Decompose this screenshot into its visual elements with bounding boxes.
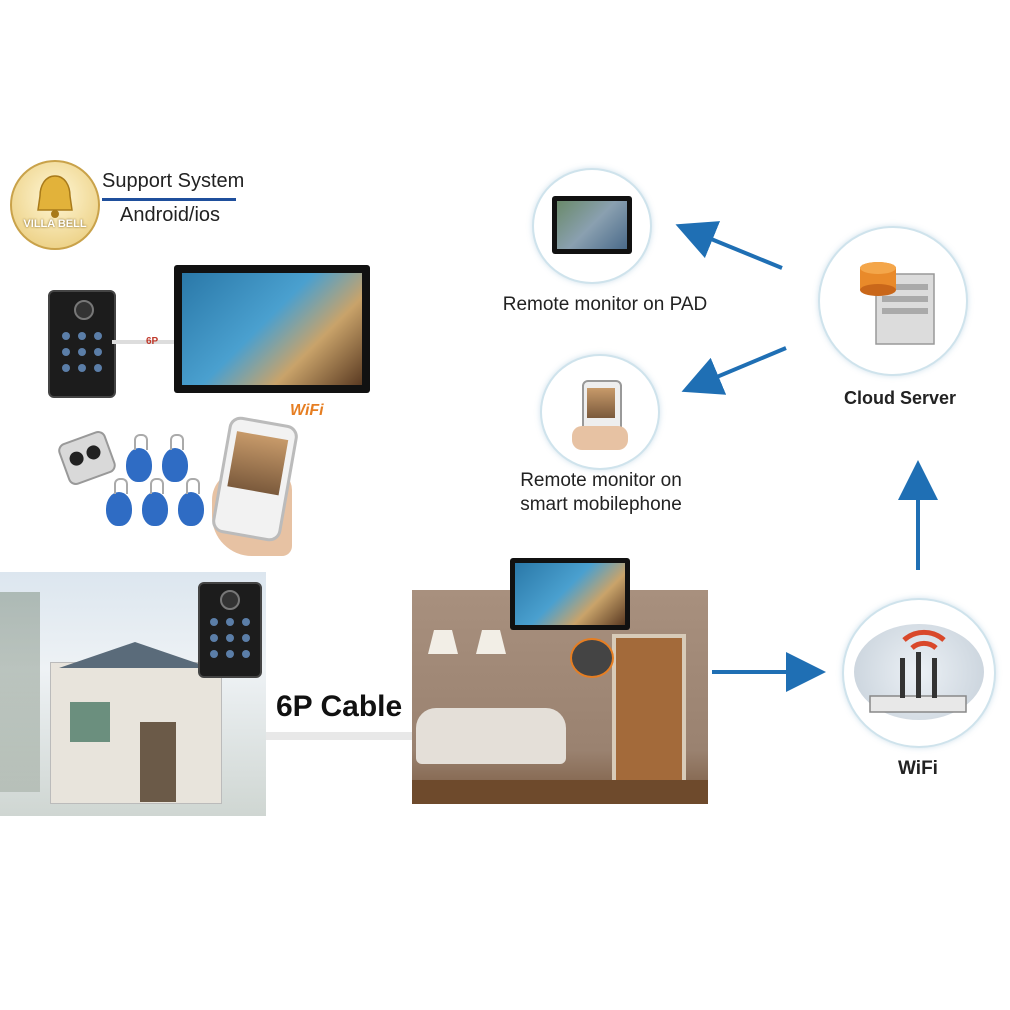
villa-bell-logo: VILLA BELL [10,160,100,250]
server-icon [860,262,935,345]
bell-icon [37,175,73,218]
logo-brand-text: VILLA BELL [23,218,87,230]
rfid-tag [106,478,132,526]
cloud-server-circle [818,226,968,376]
cable-line [266,732,414,740]
wifi-logo-text: WiFi [290,402,324,419]
door-keypad-large [198,582,262,678]
pad-label: Remote monitor on PAD [502,294,708,315]
cable-label: 6P Cable [276,690,403,723]
cloud-server-label: Cloud Server [843,388,957,408]
rfid-tag [162,434,188,482]
indoor-monitor [174,265,370,393]
wifi-label: WiFi [898,758,938,779]
logo-underline [102,198,236,201]
android-ios-text: Android/ios [120,204,221,226]
arrow-cloud-to-pad [675,221,783,270]
rfid-tag [178,478,204,526]
pad-circle [532,168,652,284]
rfid-tag [126,434,152,482]
remote-key-fob [55,428,119,488]
support-system-text: Support System [102,170,245,192]
cable-line-small [112,340,176,344]
router-icon [869,629,967,713]
phone-circle [540,354,660,470]
six-p-small-label: 6P [146,336,159,347]
room-indoor-monitor [510,558,630,630]
arrow-cloud-to-phone [681,346,787,395]
room-photo [412,590,708,804]
phone-label-line1: Remote monitor on [520,470,682,491]
rfid-tag [142,478,168,526]
phone-label-line2: smart mobilephone [520,494,682,515]
outdoor-camera-keypad [48,290,116,398]
wifi-circle [842,598,996,748]
